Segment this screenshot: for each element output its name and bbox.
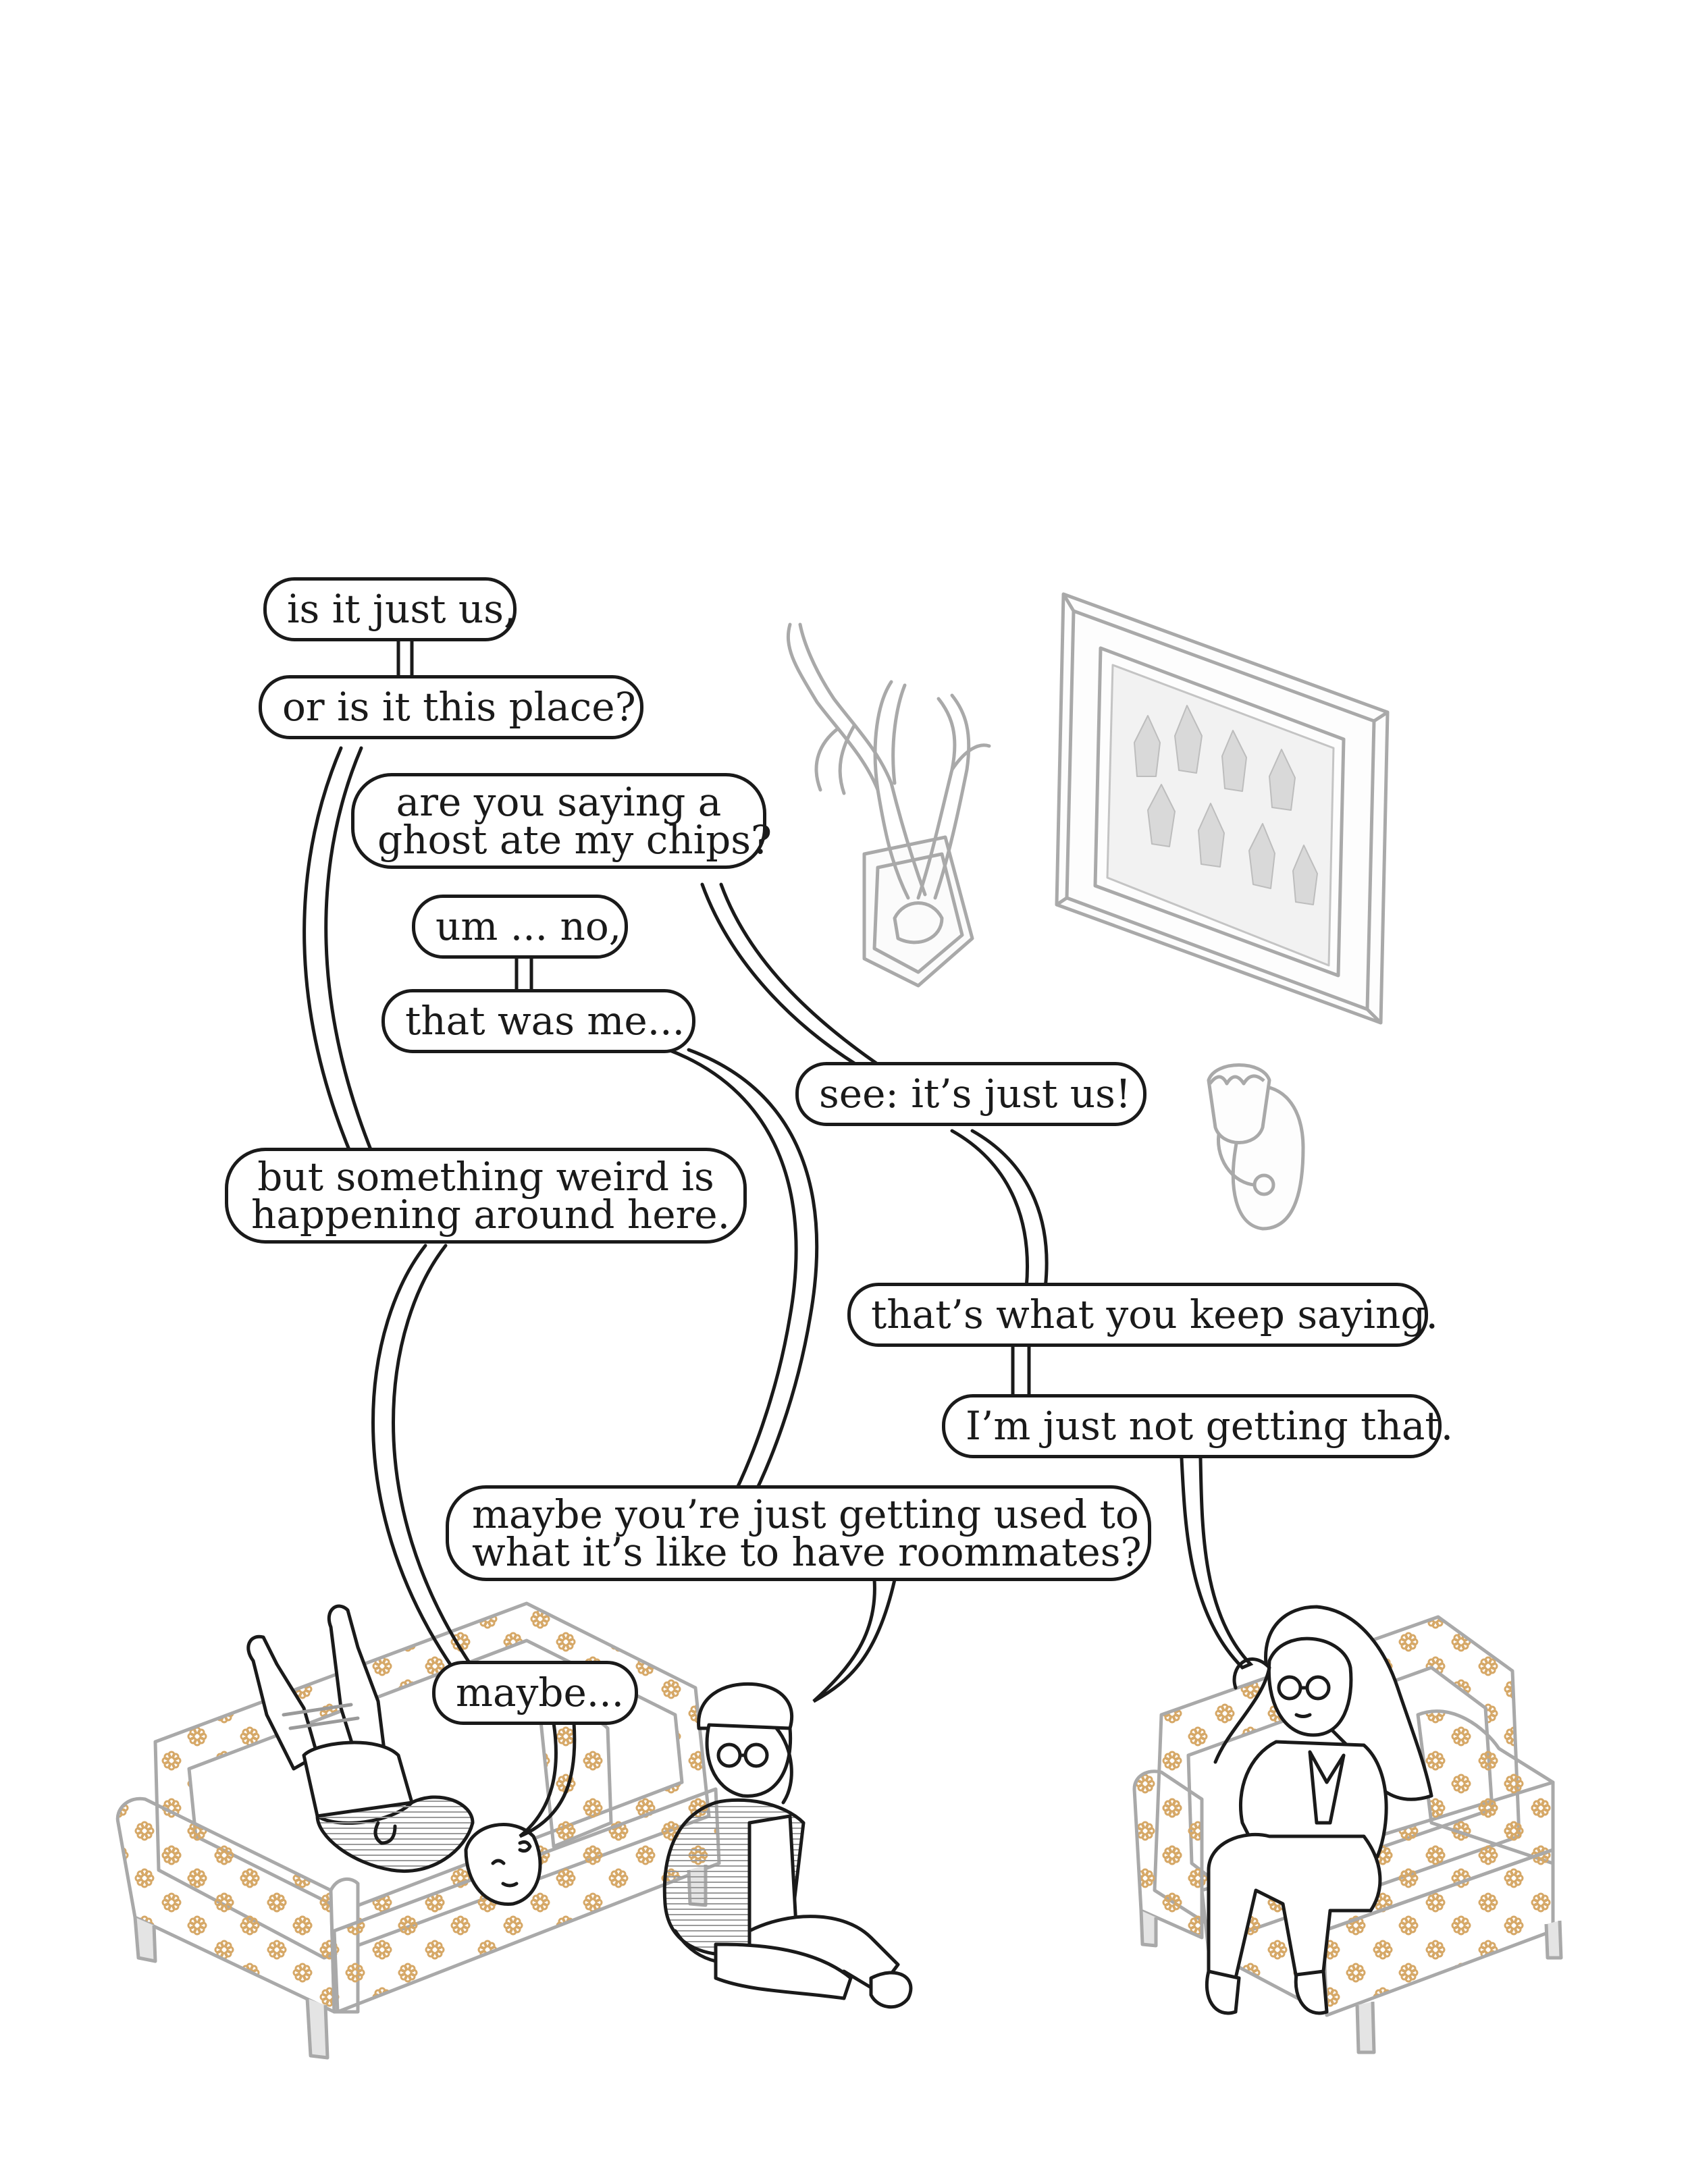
speech-bubble-keep-saying: that’s what you keep saying.	[847, 1283, 1438, 1347]
speech-bubble-its-just-us: see: it’s just us!	[795, 1062, 1146, 1126]
bubble-line: is it just us,	[287, 586, 517, 632]
bubble-line: or is it this place?	[282, 684, 636, 730]
speech-bubble-roommates: maybe you’re just getting used to what i…	[446, 1485, 1151, 1581]
bubble-line: but something weird is	[257, 1154, 714, 1200]
speech-bubble-not-getting-that: I’m just not getting that.	[942, 1394, 1454, 1458]
speech-bubble-ghost-ate-chips: are you saying a ghost ate my chips?	[351, 773, 772, 869]
bubble-line: are you saying a	[396, 779, 722, 825]
speech-bubble-is-it-just-us: is it just us,	[263, 577, 517, 641]
sitting-character-beanie	[662, 1682, 913, 2009]
upside-down-character	[246, 1604, 542, 1906]
armchair-character	[1205, 1605, 1433, 2015]
speech-bubble-that-was-me: that was me...	[381, 989, 695, 1053]
speech-bubble-something-weird: but something weird is happening around …	[225, 1148, 747, 1244]
bubble-line: that’s what you keep saying.	[871, 1291, 1438, 1337]
bubble-line: that was me...	[405, 998, 685, 1044]
speech-bubble-maybe: maybe...	[432, 1661, 638, 1725]
bubble-line: happening around here.	[251, 1192, 730, 1237]
bubble-line: I’m just not getting that.	[966, 1403, 1454, 1449]
bubble-line: um ... no,	[436, 903, 622, 949]
speech-tails	[302, 638, 1254, 1838]
speech-bubble-or-is-it-this-place: or is it this place?	[259, 675, 643, 739]
bubble-line: see: it’s just us!	[819, 1071, 1132, 1117]
wall-sconce-icon	[1207, 1063, 1305, 1231]
bubble-line: ghost ate my chips?	[377, 817, 772, 863]
bubble-line: maybe...	[456, 1670, 625, 1715]
antler-mount-icon	[786, 622, 991, 988]
bubble-line: maybe you’re just getting used to	[472, 1491, 1139, 1537]
framed-painting-icon	[1055, 592, 1390, 1025]
bubble-line: what it’s like to have roommates?	[472, 1529, 1142, 1575]
speech-bubble-um-no: um ... no,	[412, 895, 628, 959]
